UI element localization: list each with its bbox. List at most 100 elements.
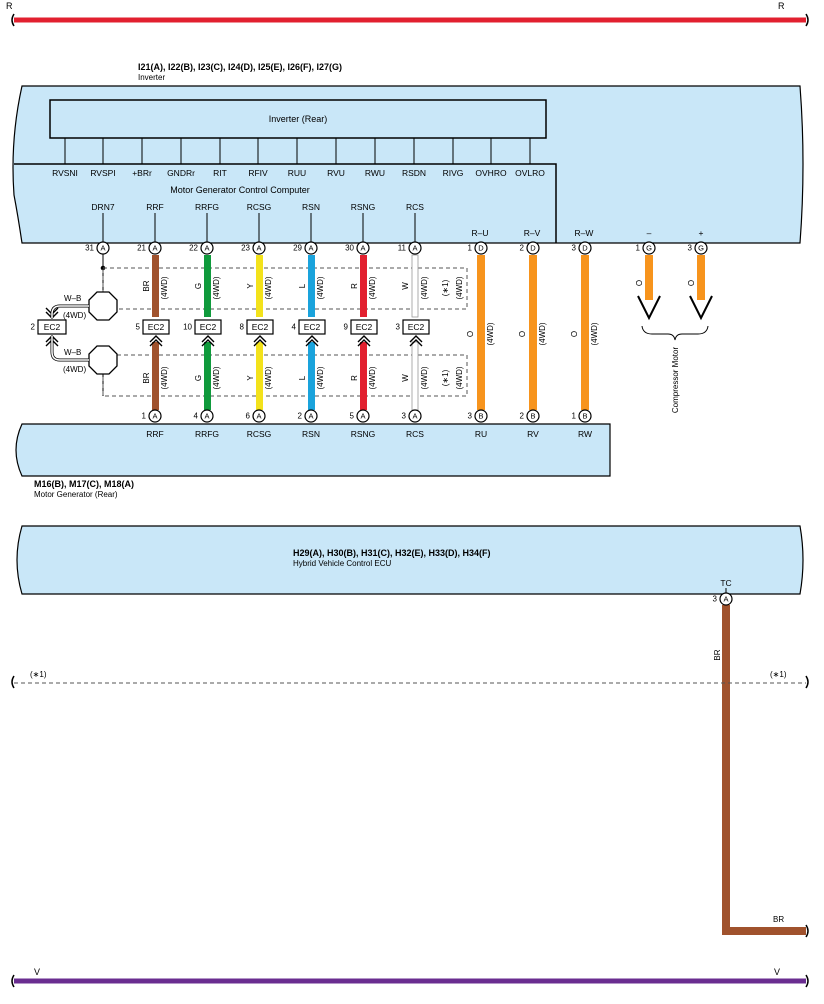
wire-note-w-top: (4WD): [420, 276, 429, 299]
inner-signal-12: OVLRO: [515, 168, 545, 178]
dashed-bus-right-label: (∗1): [770, 670, 787, 679]
wire-code-r-bottom: R: [350, 375, 359, 381]
power-wire-note-2: (4WD): [590, 322, 599, 345]
bus-r-left-label: R: [6, 1, 13, 11]
wire-note-br-bottom: (4WD): [160, 366, 169, 389]
pin-num-g1: 1: [636, 244, 641, 253]
compressor-wire-code-1: O: [687, 280, 696, 286]
inner-signal-11: OVHRO: [475, 168, 507, 178]
tc-conn: A: [723, 595, 728, 604]
mg-pin-rcs: 3: [402, 412, 407, 421]
power-label-ru: R–U: [471, 228, 488, 238]
conn-21-a: A: [152, 244, 157, 253]
inner-signal-5: RFIV: [248, 168, 268, 178]
inner-signal-0: RVSNI: [52, 168, 78, 178]
shield-top: [50, 291, 118, 321]
pin-num-11: 11: [398, 244, 407, 253]
mg-connectors: M16(B), M17(C), M18(A): [34, 479, 134, 489]
out-signal-rsn: RSN: [302, 202, 320, 212]
inverter-box: Inverter (Rear) Motor Generator Control …: [12, 85, 804, 244]
wire-l-top: [308, 255, 315, 317]
out-signal-rsng: RSNG: [351, 202, 376, 212]
wire-br-bottom: [152, 342, 159, 410]
bus-v: V V: [11, 967, 809, 988]
wire-w-bottom: [411, 341, 419, 411]
dashed-bus-left-label: (∗1): [30, 670, 47, 679]
wire-code-y-top: Y: [246, 283, 255, 289]
ec-pin-num-1: 10: [183, 323, 192, 332]
wire-note-l-bottom: (4WD): [316, 366, 325, 389]
hv-ecu-box: [16, 525, 804, 595]
mg-conn-rrfg: A: [204, 412, 209, 421]
wire-code-g-top: G: [194, 283, 203, 289]
bus-v-right-label: V: [774, 967, 780, 977]
mg-signal-rrfg: RRFG: [195, 429, 219, 439]
svg-text:EC2: EC2: [200, 322, 217, 332]
ec2-pin-4: EC2: [298, 319, 326, 335]
svg-text:EC2: EC2: [252, 322, 269, 332]
wire-code-l-top: L: [298, 283, 307, 288]
mg-conn-ru: B: [478, 412, 483, 421]
pin-num-21: 21: [137, 244, 146, 253]
conn-2-d: D: [530, 244, 536, 253]
conn-1-d: D: [478, 244, 484, 253]
conn-3-d: D: [582, 244, 588, 253]
mg-conn-rsn: A: [308, 412, 313, 421]
dashed-note-top-2: (4WD): [455, 276, 464, 299]
mg-pin-rcsg: 6: [246, 412, 251, 421]
inner-signal-8: RWU: [365, 168, 385, 178]
mg-pin-rrf: 1: [142, 412, 147, 421]
ec2-shield-ground: EC2: [37, 319, 67, 335]
wire-note-br-top: (4WD): [160, 276, 169, 299]
wire-note-r-bottom: (4WD): [368, 366, 377, 389]
hv-ecu-name: Hybrid Vehicle Control ECU: [293, 559, 391, 568]
power-wire-rw: [581, 255, 589, 410]
conn-22-a: A: [204, 244, 209, 253]
wire-code-l-bottom: L: [298, 375, 307, 380]
mg-signal-rrf: RRF: [146, 429, 163, 439]
inner-signal-9: RSDN: [402, 168, 426, 178]
drn7-label: DRN7: [91, 202, 114, 212]
wire-note-y-bottom: (4WD): [264, 366, 273, 389]
wire-code-g-bottom: G: [194, 375, 203, 381]
conn-31-a: A: [100, 244, 105, 253]
ec-pin-num-4: 9: [344, 323, 349, 332]
ec2-pin-9: EC2: [350, 319, 378, 335]
power-wire-code-2: O: [570, 331, 579, 337]
dashed-note-top-1: (∗1): [441, 279, 450, 296]
inner-signal-7: RVU: [327, 168, 345, 178]
svg-text:EC2: EC2: [408, 322, 425, 332]
compressor-wire-code-0: O: [635, 280, 644, 286]
svg-text:EC2: EC2: [356, 322, 373, 332]
wire-code-br-bottom: BR: [142, 372, 151, 383]
mg-signal-rsn: RSN: [302, 429, 320, 439]
wire-code-y-bottom: Y: [246, 375, 255, 381]
out-signal-rcs: RCS: [406, 202, 424, 212]
power-wire-note-1: (4WD): [538, 322, 547, 345]
out-signal-rrf: RRF: [146, 202, 163, 212]
inner-signal-1: RVSPI: [90, 168, 115, 178]
conn-29-a: A: [308, 244, 313, 253]
mg-conn-rw: B: [582, 412, 587, 421]
ec-pin-num-2: 8: [240, 323, 245, 332]
mg-conn-rv: B: [530, 412, 535, 421]
dashed-note-bottom-2: (4WD): [455, 366, 464, 389]
pin-num-22: 22: [189, 244, 198, 253]
mg-signal-ru: RU: [475, 429, 487, 439]
dashed-note-bottom-1: (∗1): [441, 369, 450, 386]
pin-num-d3: 3: [572, 244, 577, 253]
ec2-pin-10: EC2: [194, 319, 222, 335]
mg-pin-rv: 2: [520, 412, 525, 421]
shield-bottom-note: (4WD): [63, 365, 86, 374]
mg-computer-label: Motor Generator Control Computer: [170, 185, 310, 195]
tc-pin: 3: [713, 595, 718, 604]
tc-wire-end-code: BR: [773, 915, 784, 924]
mg-conn-rcsg: A: [256, 412, 261, 421]
conn-23-a: A: [256, 244, 261, 253]
inverter-name: Inverter: [138, 73, 165, 82]
ec-shield-pin-num: 2: [31, 323, 36, 332]
pin-num-30: 30: [345, 244, 354, 253]
bus-v-left-label: V: [34, 967, 40, 977]
compressor-motor-label: Compressor Motor: [671, 347, 680, 414]
tc-label: TC: [720, 578, 731, 588]
